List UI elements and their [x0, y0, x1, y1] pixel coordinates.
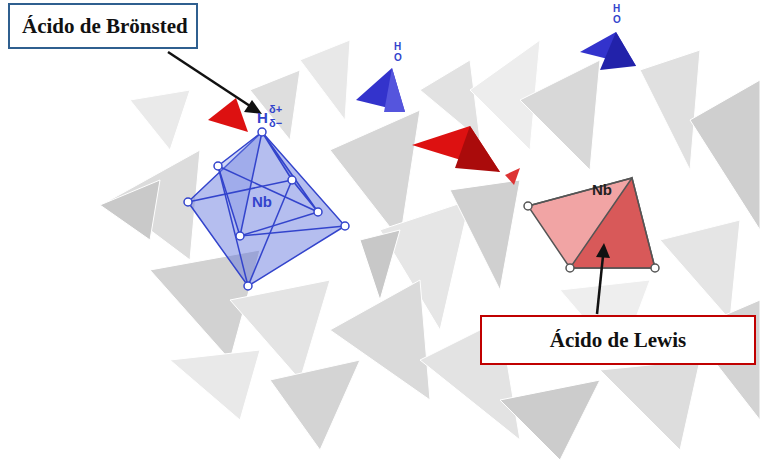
callout-box: Ácido de Brönsted: [8, 3, 198, 49]
atom-label: O: [394, 53, 402, 63]
atom-label: H: [394, 42, 401, 52]
callout-text: Ácido de Lewis: [550, 328, 687, 353]
atom-label: δ−: [269, 118, 282, 129]
atom-label: H: [613, 4, 620, 14]
callout-text: Ácido de Brönsted: [22, 14, 188, 39]
callout-box: Ácido de Lewis: [480, 315, 756, 365]
atom-label: Nb: [252, 194, 272, 209]
atom-label: O: [613, 15, 621, 25]
atom-label: Nb: [592, 182, 612, 197]
atom-label: H: [257, 110, 268, 125]
atom-label: δ+: [269, 104, 282, 115]
